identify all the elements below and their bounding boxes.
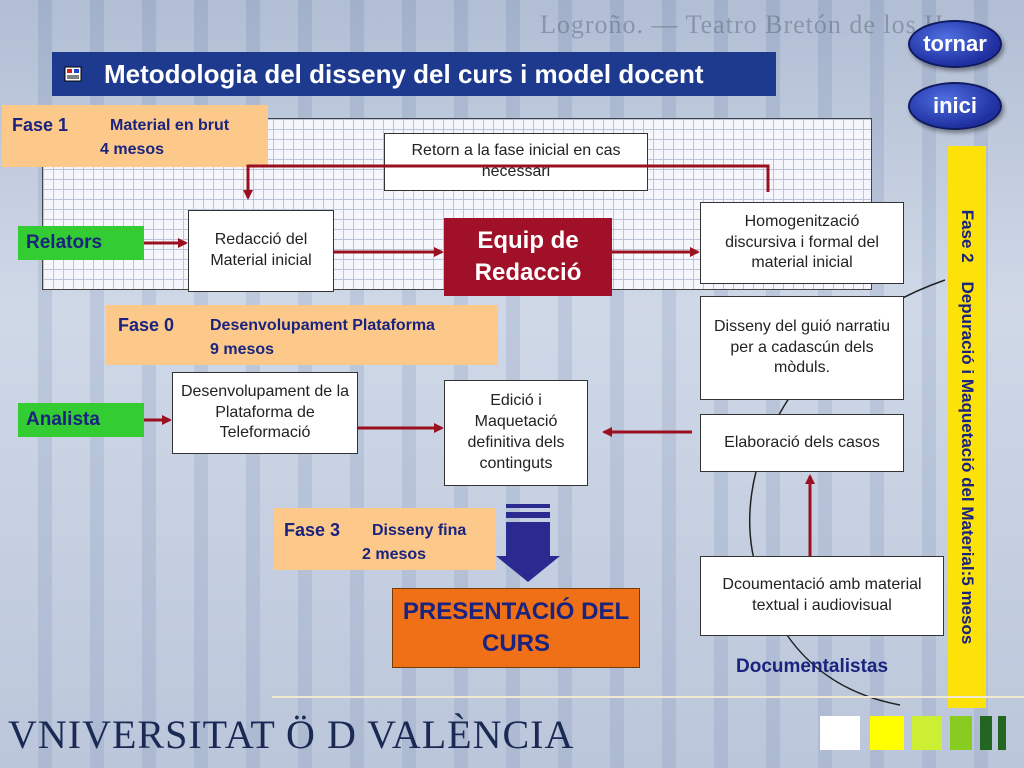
edicio-box: Edició i Maquetació definitiva dels cont… [444, 380, 588, 486]
arrow-return-loop [243, 164, 770, 200]
color-square-darkgreen [980, 716, 992, 750]
fase1-name: Fase 1 [12, 115, 69, 135]
fase3-desc: Disseny fina [372, 522, 467, 539]
color-square-white [820, 716, 860, 750]
color-square-lime [912, 716, 942, 750]
inici-button[interactable]: inici [908, 82, 1002, 130]
fase0-duration: 9 mesos [210, 341, 275, 358]
fase3-label: Fase 3 Disseny fina 2 mesos [274, 508, 496, 570]
casos-box: Elaboració dels casos [700, 414, 904, 472]
title-bar: Metodologia del disseny del curs i model… [52, 52, 776, 96]
fase2-label: Fase 2 Depuració i Maquetació del Materi… [948, 146, 986, 708]
arrow-down-icon [496, 504, 560, 582]
university-logo: VNIVERSITAT Ö D VALÈNCIA [8, 711, 575, 757]
fase0-desc: Desenvolupament Plataforma [210, 317, 435, 334]
documentacio-box: Dcoumentació amb material textual i audi… [700, 556, 944, 636]
fase0-label: Fase 0 Desenvolupament Plataforma 9 meso… [106, 305, 498, 365]
background-caption: Logroño. — Teatro Bretón de los H [540, 10, 945, 39]
fase3-name: Fase 3 [284, 520, 341, 540]
color-square-yellow [870, 716, 904, 750]
presentacio-box: PRESENTACIÓ DEL CURS [392, 588, 640, 668]
fase1-desc: Material en brut [110, 117, 230, 134]
desenvolupament-box: Desenvolupament de la Plataforma de Tele… [172, 372, 358, 454]
homogenitzacio-box: Homogenització discursiva i formal del m… [700, 202, 904, 284]
equip-redaccio-box: Equip de Redacció [444, 218, 612, 296]
analista-label: Analista [18, 403, 144, 437]
guio-box: Disseny del guió narratiu per a cadascún… [700, 296, 904, 400]
fase1-label: Fase 1 Material en brut 4 mesos [2, 105, 268, 167]
color-square-green [950, 716, 972, 750]
page-title: Metodologia del disseny del curs i model… [104, 58, 704, 89]
fase3-duration: 2 mesos [362, 546, 427, 563]
documentalistas-label: Documentalistas [736, 656, 889, 677]
relators-label: Relators [18, 226, 144, 260]
tornar-button[interactable]: tornar [908, 20, 1002, 68]
fase1-duration: 4 mesos [100, 141, 165, 158]
redaccio-box: Redacció del Material inicial [188, 210, 334, 292]
color-square-darkgreen-2 [998, 716, 1006, 750]
retorn-box: Retorn a la fase inicial en cas necessar… [384, 133, 648, 191]
fase0-name: Fase 0 [118, 315, 175, 335]
slides-icon [64, 66, 82, 82]
